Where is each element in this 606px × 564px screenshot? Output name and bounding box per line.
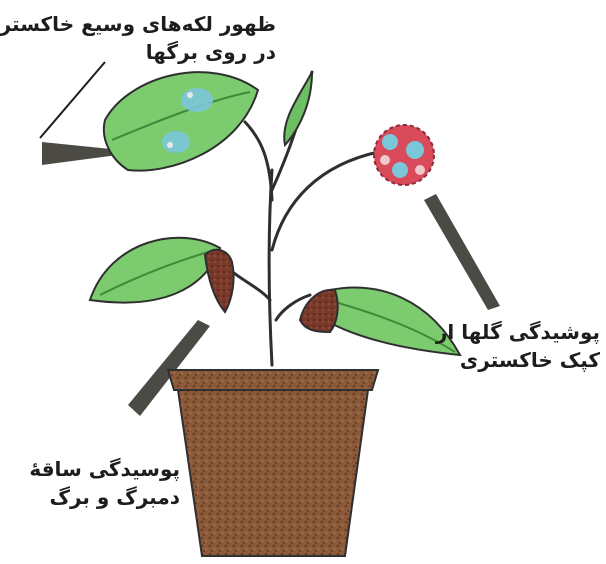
moldy-flower — [374, 125, 434, 185]
label-leaf-spots-line1: ظهور لکه‌های وسیع خاکستری — [0, 10, 276, 38]
label-flower-rot: پوشیدگی گلها از کپک خاکستری — [436, 318, 600, 374]
leaf-spots-callout-line — [40, 62, 105, 138]
label-leaf-spots-line2: در روی برگها — [0, 38, 276, 66]
pointer-flower-rot — [424, 194, 500, 310]
leaf-with-base-rot-left — [90, 238, 234, 312]
small-top-leaf — [284, 72, 312, 145]
leaf-with-spots — [104, 72, 258, 170]
label-leaf-spots: ظهور لکه‌های وسیع خاکستری در روی برگها — [0, 10, 276, 66]
label-stem-rot: پوسیدگی ساقهٔ دمبرگ و برگ — [29, 455, 180, 511]
label-stem-rot-line2: دمبرگ و برگ — [29, 483, 180, 511]
label-flower-rot-line1: پوشیدگی گلها از — [436, 318, 600, 346]
label-stem-rot-line1: پوسیدگی ساقهٔ — [29, 455, 180, 483]
flower-pot — [168, 370, 378, 556]
label-flower-rot-line2: کپک خاکستری — [436, 346, 600, 374]
